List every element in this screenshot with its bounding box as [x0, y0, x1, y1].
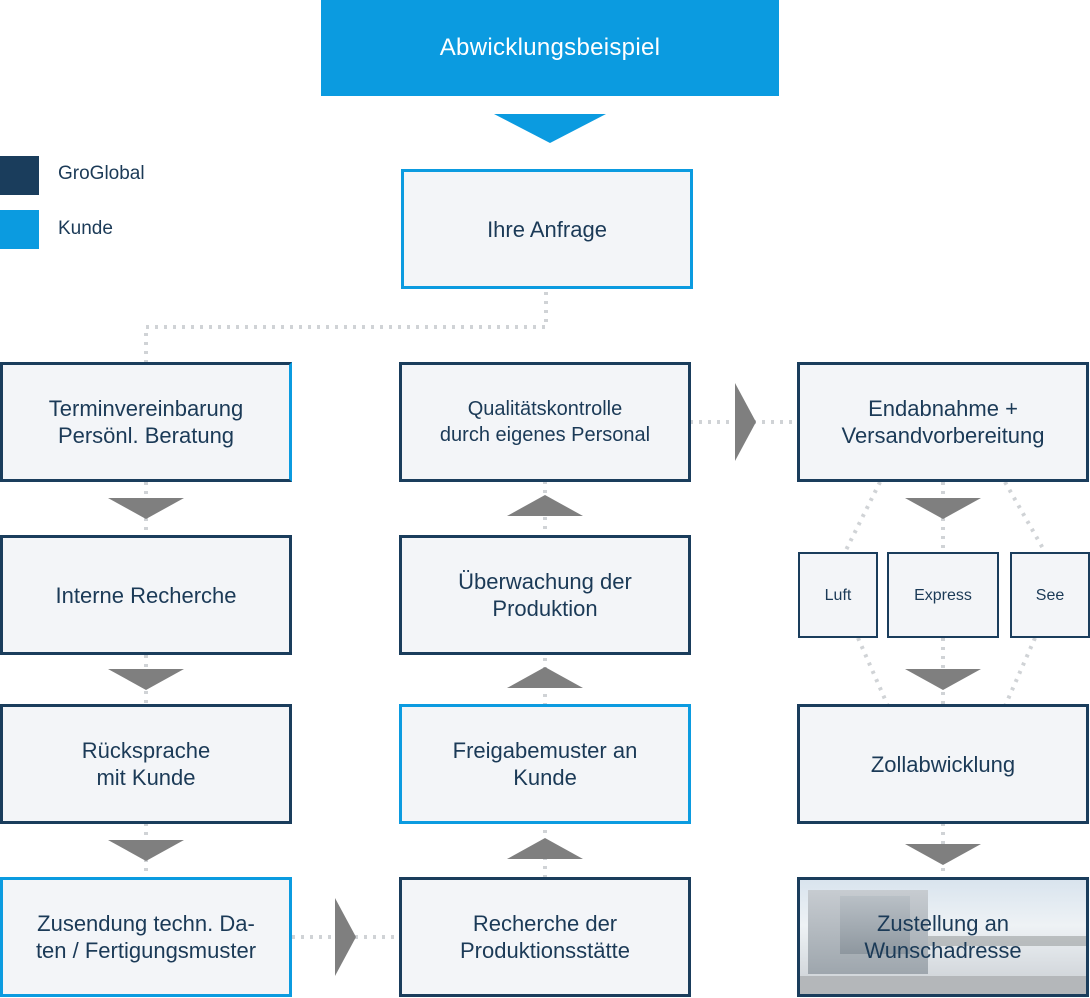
legend-swatch-kunde	[0, 210, 39, 249]
photo-ground	[800, 976, 1086, 994]
flow-arrows	[108, 114, 981, 976]
arrow-down-3	[108, 840, 184, 861]
arrow-down-2	[108, 669, 184, 690]
arrow-up-1	[507, 838, 583, 859]
connector-anfrage-termin	[144, 292, 548, 362]
option-see: See	[1010, 552, 1090, 638]
arrow-down-right-1	[905, 498, 981, 519]
arrow-up-3	[507, 495, 583, 516]
step-terminvereinbarung: Terminvereinbarung Persönl. Beratung	[0, 362, 292, 482]
truck-cab-image	[840, 896, 910, 954]
legend-label-kunde: Kunde	[58, 218, 113, 239]
step-ueberwachung: Überwachung der Produktion	[399, 535, 691, 655]
legend-swatch-groglobal	[0, 156, 39, 195]
photo-horizon	[910, 936, 1086, 946]
header-down-arrow	[494, 114, 606, 143]
step-ruecksprache: Rücksprache mit Kunde	[0, 704, 292, 824]
arrow-up-2	[507, 667, 583, 688]
step-zustellung-label: Zustellung an Wunschadresse	[864, 911, 1022, 963]
step-freigabemuster: Freigabemuster an Kunde	[399, 704, 691, 824]
connector-endabnahme-luft	[843, 481, 882, 553]
step-zusendung: Zusendung techn. Da- ten / Fertigungsmus…	[0, 877, 292, 997]
arrow-down-right-2	[905, 669, 981, 690]
arrow-right-1	[335, 898, 356, 976]
arrow-down-1	[108, 498, 184, 519]
legend-label-groglobal: GroGlobal	[58, 163, 145, 184]
step-produktionsstaette: Recherche der Produktionsstätte	[399, 877, 691, 997]
arrow-right-2	[735, 383, 756, 461]
diagram-title: Abwicklungsbeispiel	[321, 0, 779, 96]
connector-luft-zoll	[856, 637, 890, 707]
step-qualitaetskontrolle: Qualitätskontrolle durch eigenes Persona…	[399, 362, 691, 482]
connector-see-zoll	[1003, 637, 1037, 707]
option-express: Express	[887, 552, 999, 638]
step-interne-recherche: Interne Recherche	[0, 535, 292, 655]
step-zollabwicklung: Zollabwicklung	[797, 704, 1089, 824]
step-ihre-anfrage: Ihre Anfrage	[401, 169, 693, 289]
connector-endabnahme-see	[1003, 481, 1047, 553]
step-zustellung: Zustellung an Wunschadresse	[797, 877, 1089, 997]
option-luft: Luft	[798, 552, 878, 638]
arrow-down-right-3	[905, 844, 981, 865]
step-endabnahme: Endabnahme + Versandvorbereitung	[797, 362, 1089, 482]
